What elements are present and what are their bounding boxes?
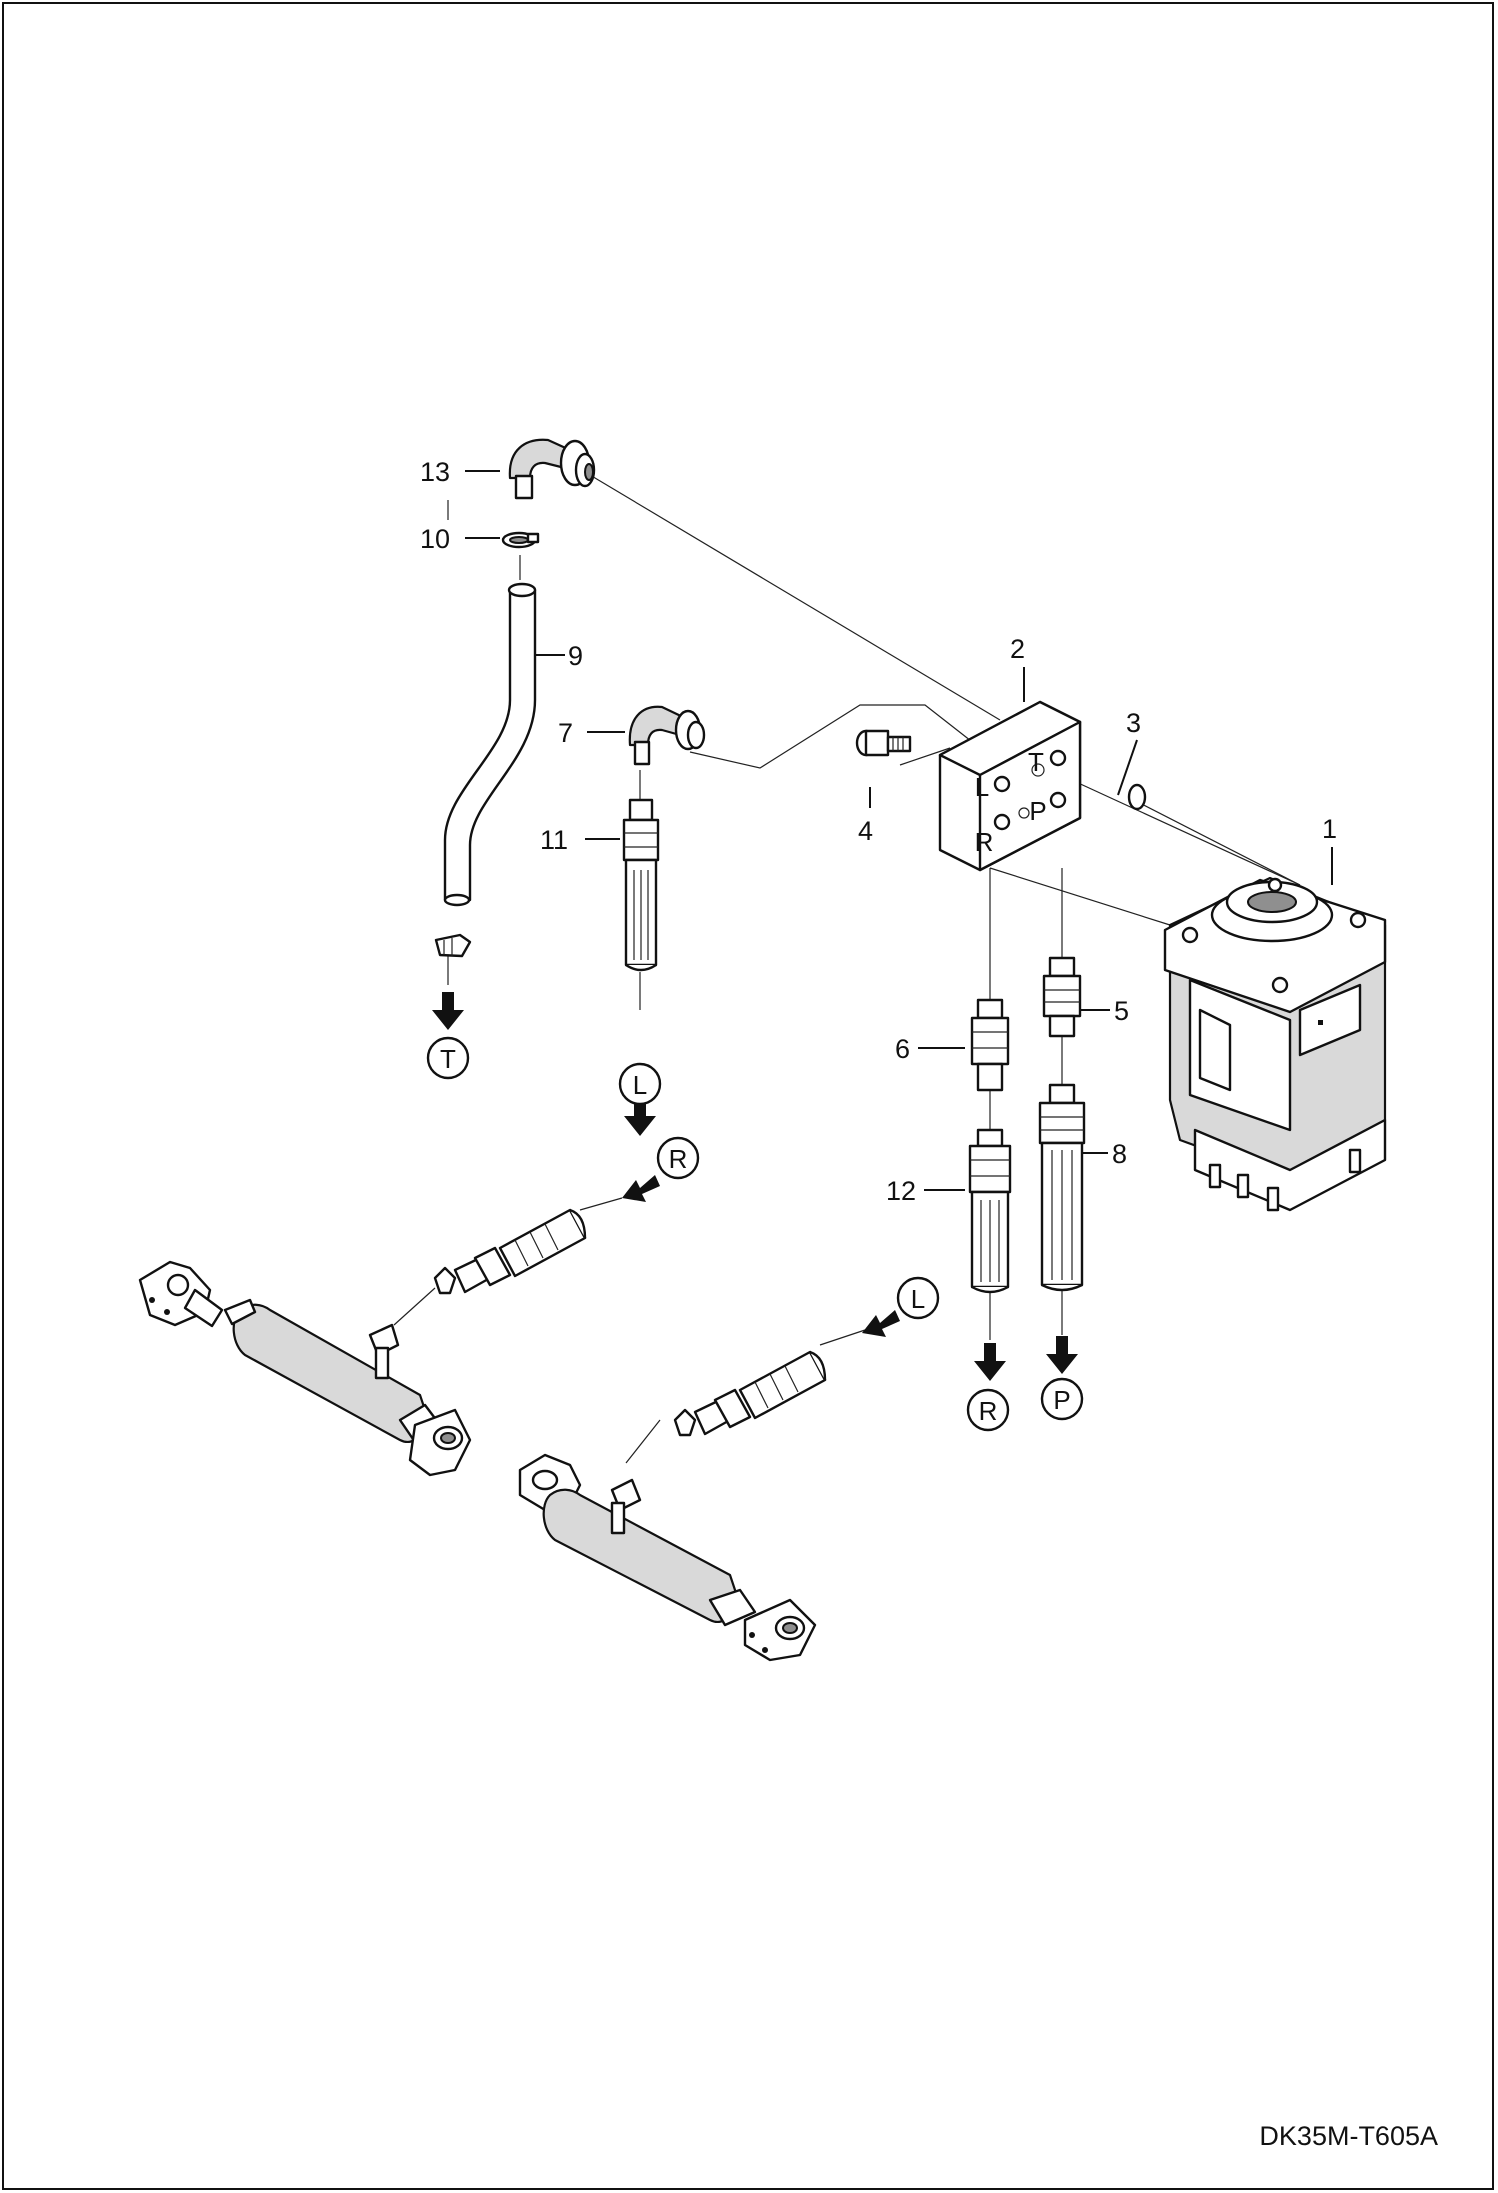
part-12-hose-with-nut: [968, 1128, 1012, 1294]
block-port-p: P: [1029, 796, 1046, 826]
callout-10: 10: [420, 524, 450, 554]
callout-13: 13: [420, 457, 450, 487]
part-2-port-block: [938, 700, 1082, 872]
marker-l-bottom: L: [633, 1070, 647, 1100]
steering-cylinder-upper: [138, 1260, 472, 1477]
part-10-hose-clamp: [501, 531, 540, 549]
connection-markers: T L R P R L: [426, 1036, 1084, 1432]
drawing-code: DK35M-T605A: [1259, 2121, 1438, 2151]
arrow-down-r-icon: [974, 1343, 1006, 1381]
block-port-r: R: [975, 827, 994, 857]
callout-6: 6: [895, 1034, 910, 1064]
callout-7: 7: [558, 718, 573, 748]
callout-9: 9: [568, 641, 583, 671]
marker-t-bottom: T: [440, 1044, 456, 1074]
block-port-l: L: [975, 772, 989, 802]
marker-l-cylinder: L: [911, 1284, 925, 1314]
cylinder-hose-lower: [673, 1350, 827, 1437]
callout-5: 5: [1114, 996, 1129, 1026]
part-13-elbow-fitting: [508, 438, 596, 500]
part-4-bolt: [855, 729, 912, 757]
callout-4: 4: [858, 816, 873, 846]
flow-arrows: [432, 992, 1078, 1381]
block-port-t: T: [1028, 747, 1044, 777]
callout-3: 3: [1126, 708, 1141, 738]
part-7-elbow-fitting: [628, 705, 706, 766]
part-6-adapter: [970, 998, 1010, 1092]
arrow-left-l-icon: [862, 1310, 900, 1337]
part-9-hose: [434, 582, 537, 958]
arrow-left-r-icon: [622, 1175, 660, 1202]
callout-numbers: 13 10 9 7 11 2 3 1 4 5 6 8 12: [420, 457, 1337, 1206]
callout-12: 12: [886, 1176, 916, 1206]
part-11-hose-with-nut: [622, 798, 660, 972]
arrow-down-t-icon: [432, 992, 464, 1030]
marker-r-cylinder: R: [669, 1144, 688, 1174]
cylinder-hose-upper: [433, 1208, 587, 1295]
part-5-adapter: [1042, 956, 1082, 1038]
callout-8: 8: [1112, 1139, 1127, 1169]
callout-11: 11: [540, 825, 568, 855]
marker-p-bottom: P: [1053, 1385, 1070, 1415]
part-1-steering-unit: [1163, 876, 1387, 1212]
callout-2: 2: [1010, 634, 1025, 664]
block-port-labels: L T R P: [975, 747, 1047, 857]
callout-1: 1: [1322, 814, 1337, 844]
callout-leaders: [465, 470, 1333, 1191]
arrow-down-p-icon: [1046, 1336, 1078, 1374]
arrow-down-l-icon: [624, 1098, 656, 1136]
marker-r-bottom: R: [979, 1396, 998, 1426]
steering-cylinder-lower: [518, 1453, 817, 1662]
part-8-hose-with-nut: [1038, 1083, 1086, 1292]
part-3-o-ring: [1127, 783, 1147, 811]
